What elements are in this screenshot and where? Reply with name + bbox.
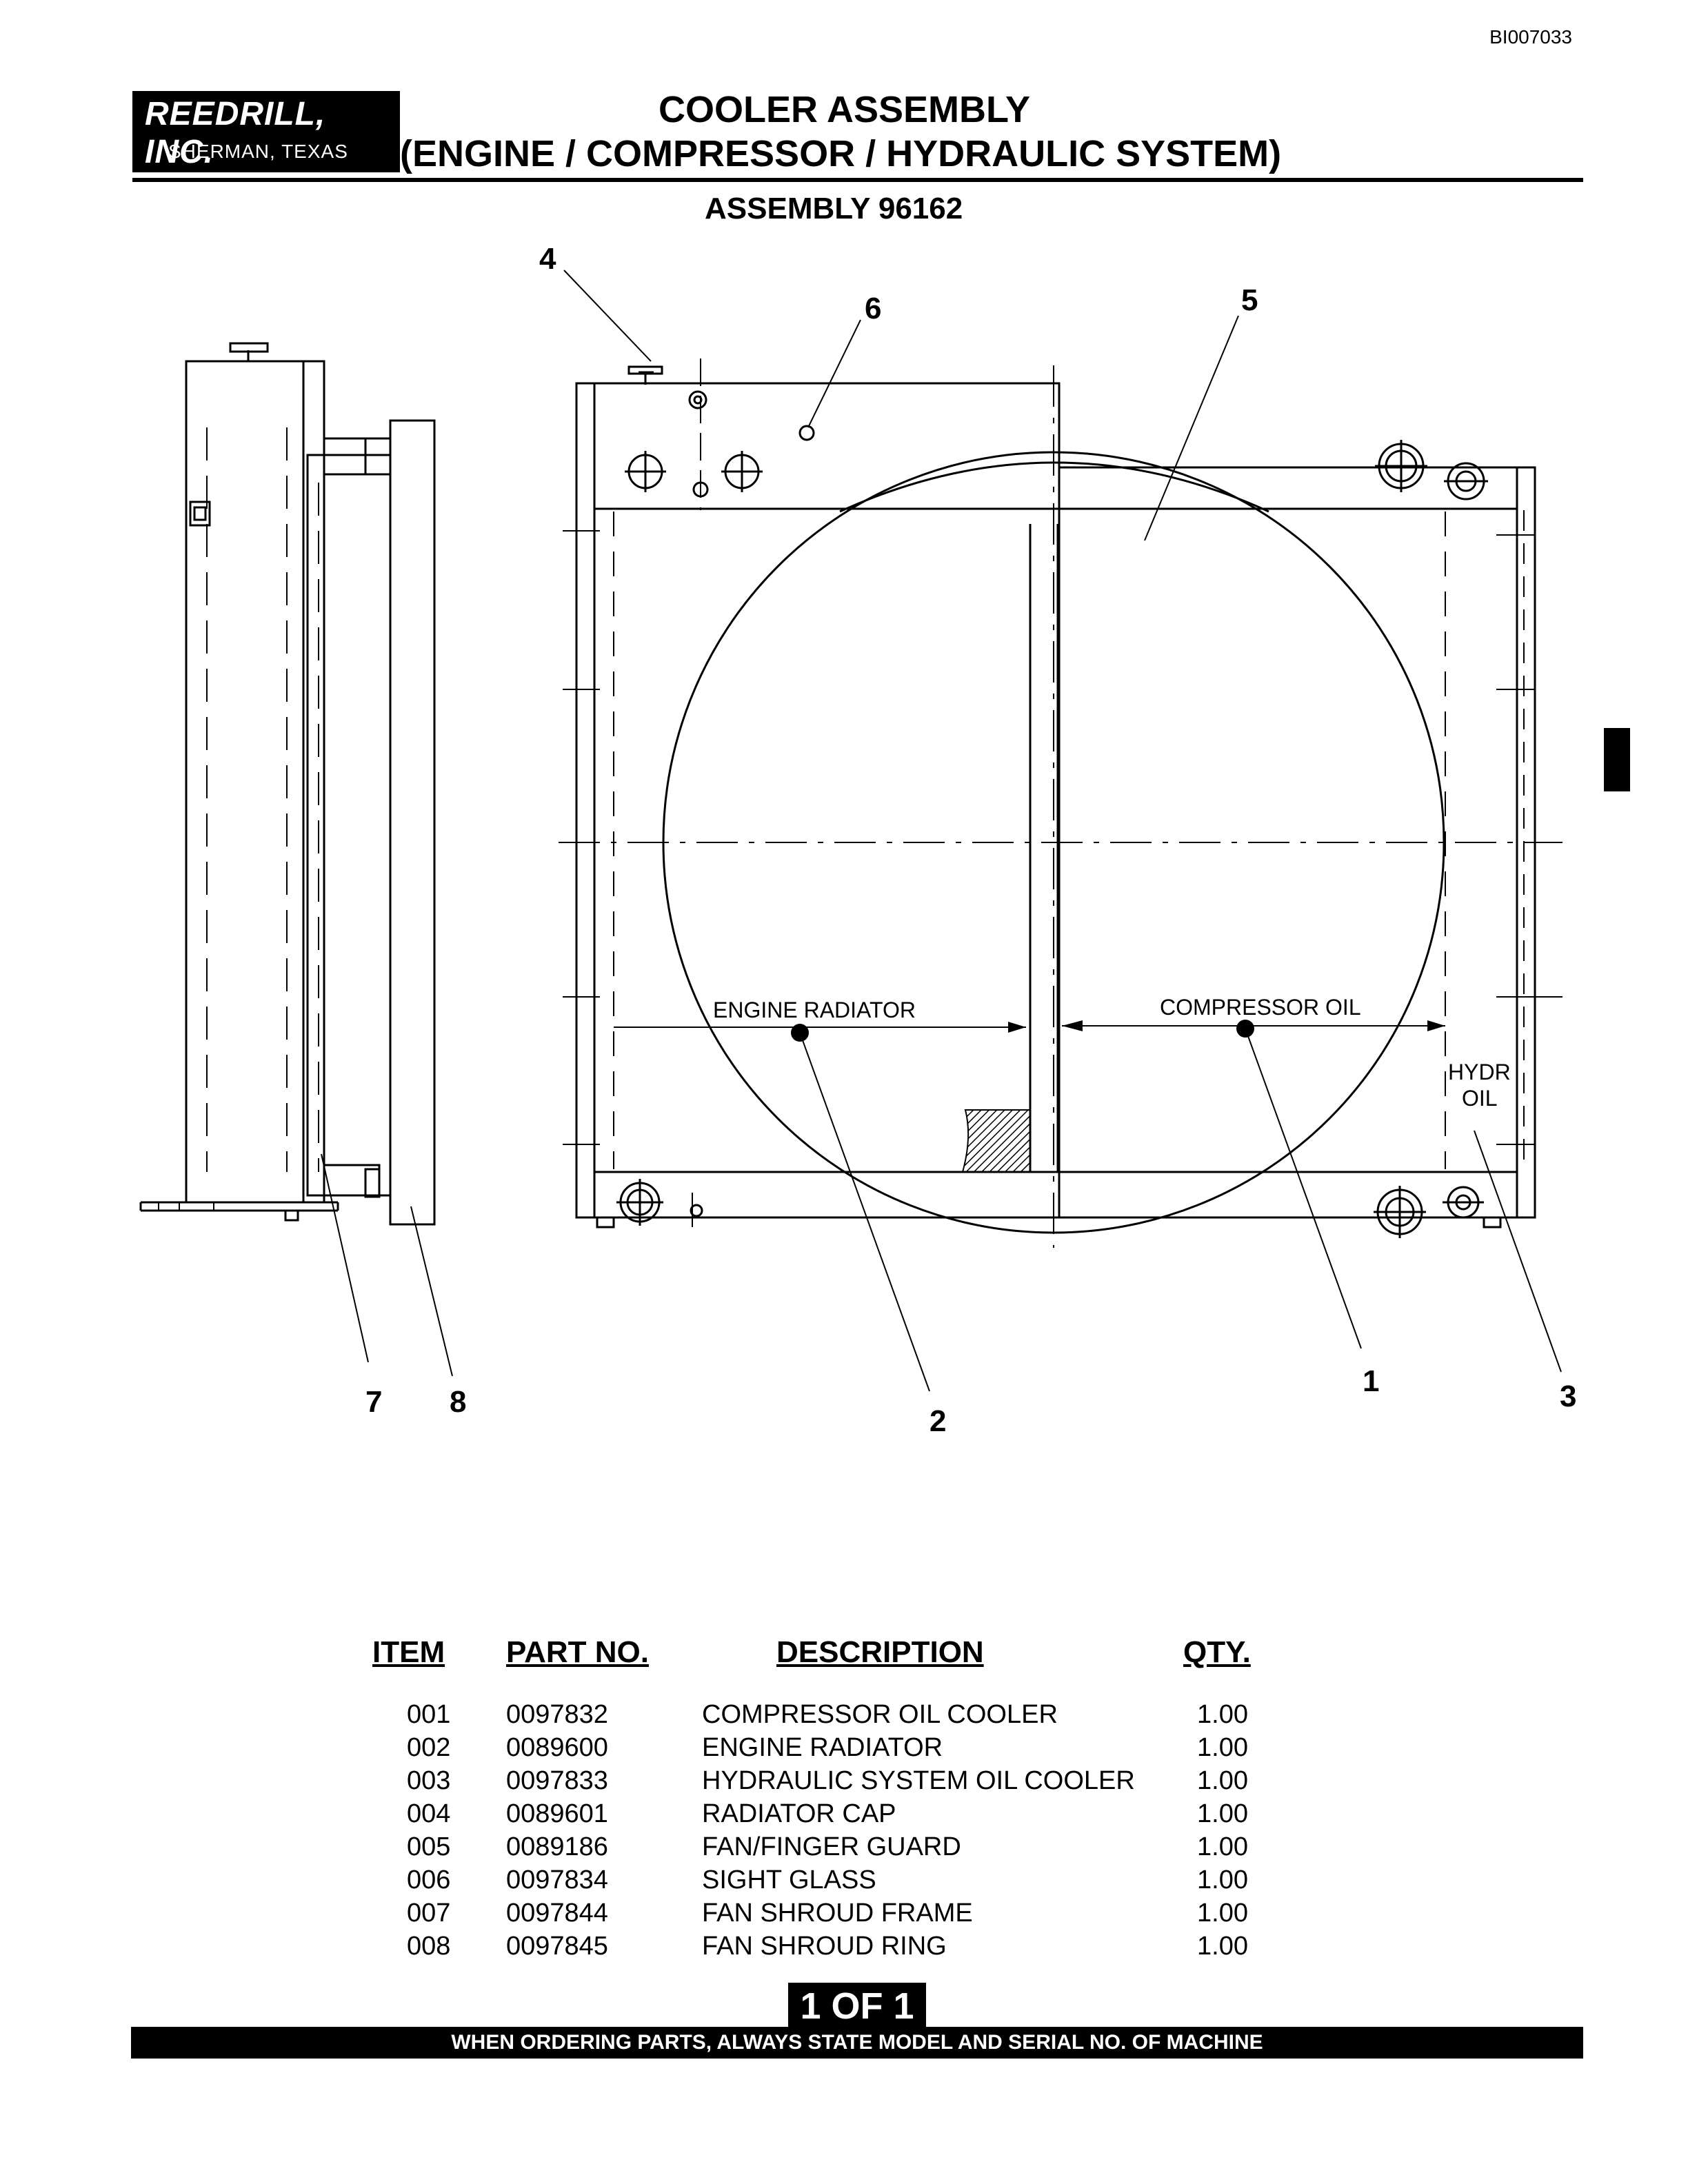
description-cell: COMPRESSOR OIL COOLER	[702, 1700, 1058, 1729]
qty-cell: 1.00	[1197, 1766, 1248, 1795]
item-cell: 003	[407, 1766, 451, 1795]
callout-3: 3	[1560, 1379, 1576, 1413]
company-location: SHERMAN, TEXAS	[168, 141, 348, 162]
qty-cell: 1.00	[1197, 1932, 1248, 1961]
part-no-column-header: PART NO.	[506, 1635, 649, 1669]
item-cell: 006	[407, 1866, 451, 1894]
item-cell: 001	[407, 1700, 451, 1729]
engine-radiator-label: ENGINE RADIATOR	[713, 998, 916, 1022]
hydr-label: HYDR	[1448, 1060, 1511, 1084]
part-no-cell: 0097834	[506, 1866, 608, 1894]
item-cell: 008	[407, 1932, 451, 1961]
company-logo: REEDRILL, INC. SHERMAN, TEXAS	[132, 91, 400, 172]
footer-notice: WHEN ORDERING PARTS, ALWAYS STATE MODEL …	[131, 2027, 1583, 2059]
description-cell: FAN SHROUD FRAME	[702, 1899, 973, 1928]
item-column-header: ITEM	[372, 1635, 445, 1669]
callout-8: 8	[450, 1385, 466, 1419]
qty-column-header: QTY.	[1183, 1635, 1251, 1669]
assembly-number: ASSEMBLY 96162	[705, 192, 963, 225]
description-cell: FAN SHROUD RING	[702, 1932, 947, 1961]
qty-cell: 1.00	[1197, 1700, 1248, 1729]
part-no-cell: 0097844	[506, 1899, 608, 1928]
part-no-cell: 0089186	[506, 1832, 608, 1861]
item-cell: 007	[407, 1899, 451, 1928]
side-view	[139, 342, 436, 1226]
qty-cell: 1.00	[1197, 1866, 1248, 1894]
description-cell: FAN/FINGER GUARD	[702, 1832, 961, 1861]
description-column-header: DESCRIPTION	[776, 1635, 984, 1669]
qty-cell: 1.00	[1197, 1733, 1248, 1762]
compressor-oil-label: COMPRESSOR OIL	[1160, 995, 1361, 1020]
qty-cell: 1.00	[1197, 1832, 1248, 1861]
leader-lines	[321, 270, 1562, 1392]
qty-cell: 1.00	[1197, 1899, 1248, 1928]
callout-1: 1	[1363, 1364, 1379, 1398]
company-name: REEDRILL, INC.	[145, 96, 326, 170]
qty-cell: 1.00	[1197, 1799, 1248, 1828]
callout-7: 7	[365, 1385, 382, 1419]
callout-5: 5	[1241, 283, 1258, 317]
callout-4: 4	[539, 242, 556, 276]
title-rule	[132, 178, 1583, 182]
front-view	[559, 358, 1563, 1248]
document-id: BI007033	[1489, 26, 1572, 48]
item-cell: 002	[407, 1733, 451, 1762]
part-no-cell: 0097833	[506, 1766, 608, 1795]
page-title-subline: (ENGINE / COMPRESSOR / HYDRAULIC SYSTEM)	[400, 133, 1282, 174]
cooler-assembly-drawing: ENGINE RADIATOR COMPRESSOR OIL HYDR OIL …	[139, 242, 1576, 1438]
description-cell: ENGINE RADIATOR	[702, 1733, 943, 1762]
section-tab-marker	[1604, 728, 1630, 791]
item-cell: 004	[407, 1799, 451, 1828]
description-cell: RADIATOR CAP	[702, 1799, 896, 1828]
description-cell: SIGHT GLASS	[702, 1866, 876, 1894]
description-cell: HYDRAULIC SYSTEM OIL COOLER	[702, 1766, 1135, 1795]
item-cell: 005	[407, 1832, 451, 1861]
callout-2: 2	[930, 1404, 946, 1438]
page-indicator: 1 OF 1	[788, 1983, 926, 2030]
part-no-cell: 0097832	[506, 1700, 608, 1729]
callout-6: 6	[865, 292, 881, 325]
page-title: COOLER ASSEMBLY	[659, 89, 1031, 130]
part-no-cell: 0089601	[506, 1799, 608, 1828]
part-no-cell: 0089600	[506, 1733, 608, 1762]
oil-label: OIL	[1462, 1086, 1498, 1111]
part-no-cell: 0097845	[506, 1932, 608, 1961]
